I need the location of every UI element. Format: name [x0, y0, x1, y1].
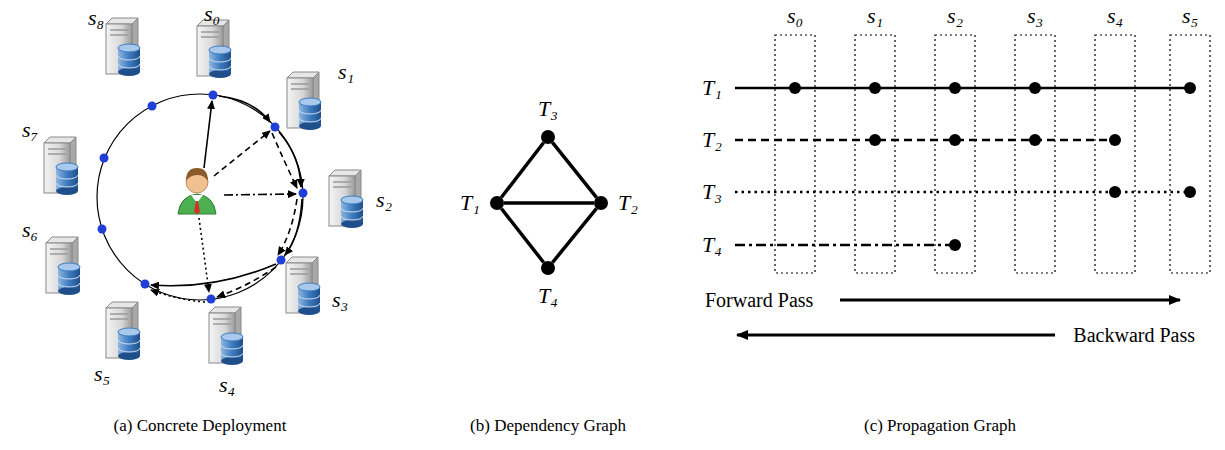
subfigure-caption: (b) Dependency Graph: [470, 417, 626, 434]
task-label: T₃: [538, 98, 558, 120]
server-label: s₀: [204, 3, 220, 25]
column-label: s₄: [1107, 5, 1123, 27]
dependency-edge: [501, 143, 543, 198]
pass-label: Forward Pass: [705, 290, 813, 310]
task-label: T₂: [618, 192, 638, 214]
column-label: s₀: [787, 5, 803, 27]
server-label: s₇: [22, 119, 38, 141]
subfigure-caption: (c) Propagation Graph: [864, 417, 1016, 434]
row-label: T₄: [702, 234, 722, 256]
dependency-edge: [552, 208, 596, 262]
column-label: s₁: [867, 5, 883, 27]
column-label: s₃: [1027, 5, 1043, 27]
column-label: s₅: [1182, 5, 1198, 27]
server-label: s₂: [376, 189, 392, 211]
row-label: T₃: [702, 181, 722, 203]
task-label: T₄: [538, 285, 558, 307]
task-vertex: T₂: [594, 196, 608, 210]
server-label: s₆: [22, 219, 38, 241]
subfigure-caption: (a) Concrete Deployment: [114, 417, 287, 434]
server-label: s₈: [88, 7, 104, 29]
column-label: s₂: [947, 5, 963, 27]
server-label: s₄: [219, 374, 235, 396]
row-label: T₁: [702, 77, 722, 99]
server-label: s₁: [338, 61, 354, 83]
row-label: T₂: [702, 129, 722, 151]
dependency-edge: [501, 209, 543, 263]
server-label: s₅: [94, 363, 110, 385]
server-label: s₃: [332, 289, 348, 311]
task-vertex: T₁: [490, 196, 504, 210]
pass-label: Backward Pass: [1073, 325, 1195, 345]
task-vertex: T₃: [541, 130, 555, 144]
dependency-edge: [504, 201, 594, 205]
task-label: T₁: [460, 192, 480, 214]
task-vertex: T₄: [541, 261, 555, 275]
dependency-edge: [552, 142, 596, 197]
